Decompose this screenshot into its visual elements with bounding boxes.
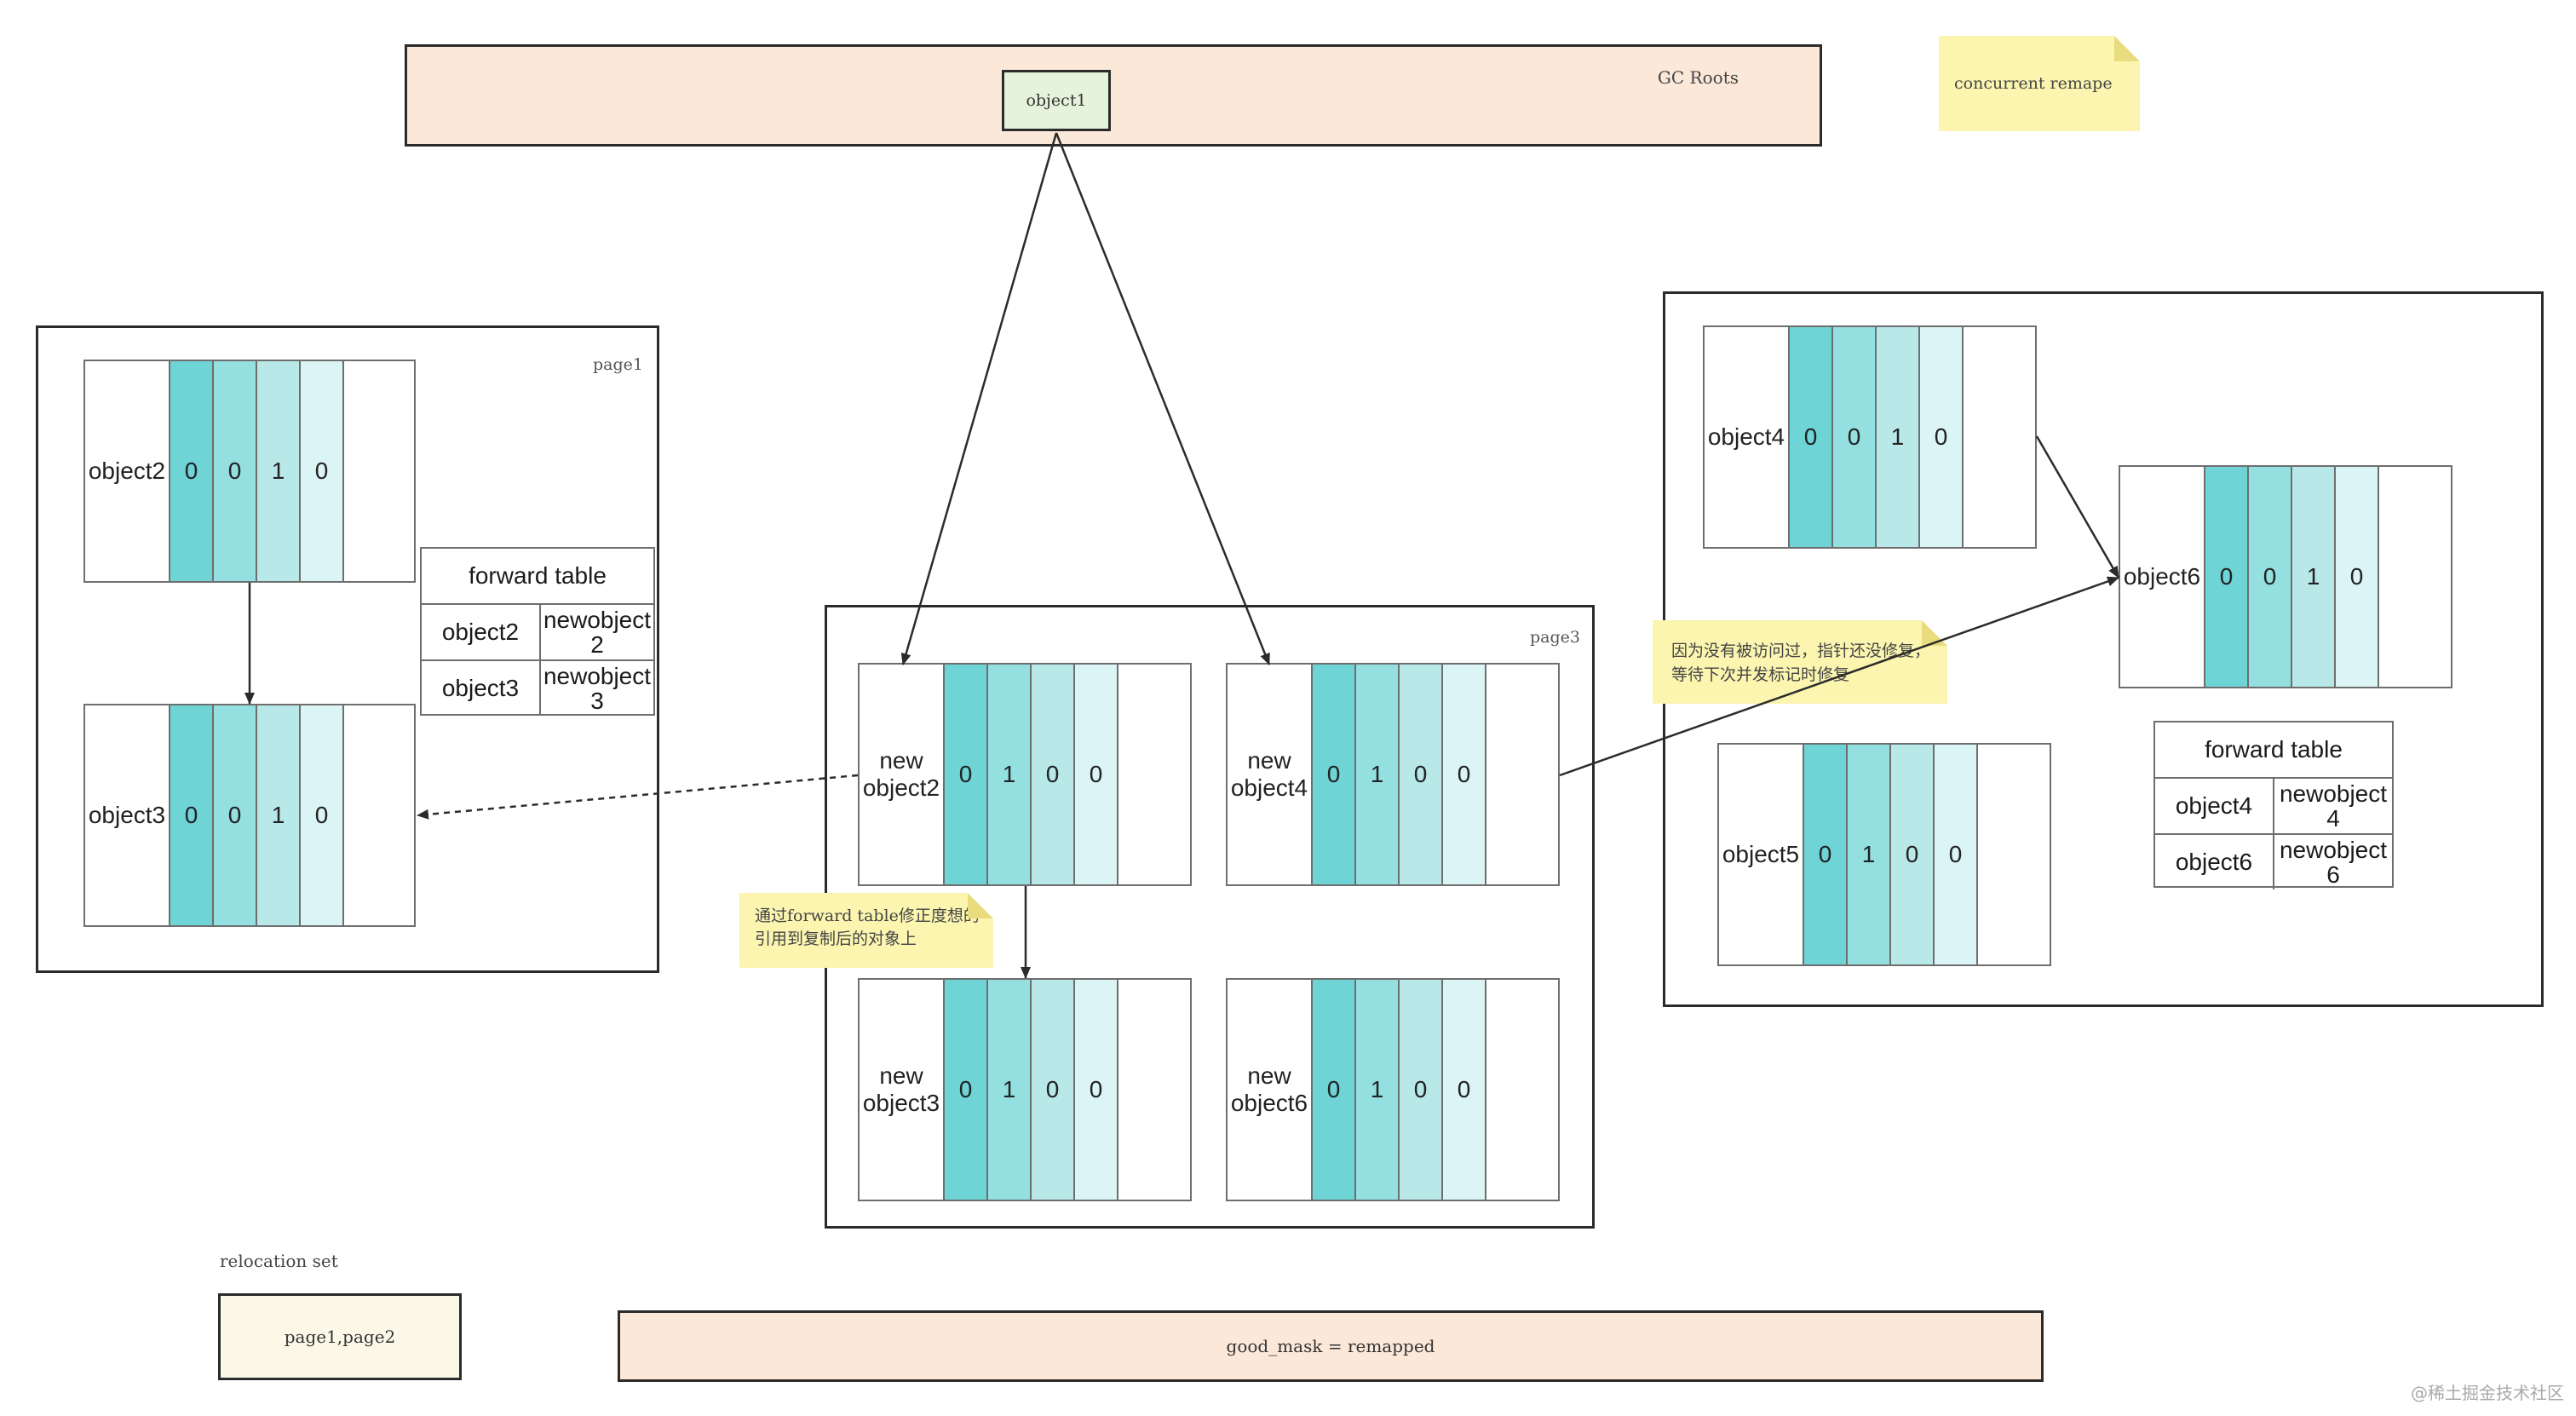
object-body bbox=[1485, 980, 1558, 1200]
object-name: object6 bbox=[2123, 562, 2201, 590]
mark-bit: 0 bbox=[169, 705, 212, 925]
object-name: new object4 bbox=[1230, 746, 1308, 801]
forward-from: object2 bbox=[422, 605, 541, 659]
mark-bit: 0 bbox=[943, 665, 986, 884]
forward-to: newobject 4 bbox=[2279, 780, 2388, 832]
forward-table-row: object2 newobject 2 bbox=[422, 605, 653, 659]
object-body bbox=[1117, 665, 1190, 884]
object-body bbox=[2378, 467, 2451, 687]
forward-fix-text: 通过forward table修正度想的引用到复制后的对象上 bbox=[755, 907, 980, 948]
object4-block[interactable]: object4 0 0 1 0 bbox=[1703, 325, 2037, 549]
relocation-set-box: page1,page2 bbox=[218, 1293, 462, 1380]
object-name: object5 bbox=[1722, 840, 1800, 867]
object-name: object2 bbox=[88, 457, 166, 484]
forward-table-row: object4 newobject 4 bbox=[2155, 779, 2392, 833]
object-name: new object6 bbox=[1230, 1062, 1308, 1116]
forward-fix-note: 通过forward table修正度想的引用到复制后的对象上 bbox=[739, 893, 993, 968]
gc-roots-region: GC Roots bbox=[405, 44, 1822, 147]
watermark: @稀土掘金技术社区 bbox=[2411, 1383, 2564, 1403]
new-object4-block[interactable]: new object4 0 1 0 0 bbox=[1226, 663, 1560, 886]
forward-from: object6 bbox=[2155, 835, 2274, 889]
mark-bit: 0 bbox=[1311, 665, 1354, 884]
mark-bit: 0 bbox=[212, 705, 256, 925]
mark-bit: 0 bbox=[1831, 327, 1875, 547]
mark-bit: 1 bbox=[256, 705, 299, 925]
arrow-new-object4-to-object6 bbox=[1559, 576, 2119, 777]
object-body bbox=[1485, 665, 1558, 884]
forward-from: object4 bbox=[2155, 779, 2274, 833]
mark-bit: 0 bbox=[299, 361, 342, 581]
object5-block[interactable]: object5 0 1 0 0 bbox=[1717, 743, 2051, 966]
mark-bit: 0 bbox=[1441, 665, 1485, 884]
object-name: new object3 bbox=[862, 1062, 940, 1116]
object-name: object4 bbox=[1707, 423, 1785, 450]
mark-bit: 0 bbox=[1030, 665, 1073, 884]
forward-table-row: object3 newobject 3 bbox=[422, 659, 653, 716]
page2-forward-table: forward table object4 newobject 4 object… bbox=[2153, 721, 2394, 889]
forward-to: newobject 2 bbox=[543, 606, 652, 658]
forward-to: newobject 3 bbox=[543, 662, 652, 714]
forward-table-title: forward table bbox=[422, 549, 653, 605]
new-object6-block[interactable]: new object6 0 1 0 0 bbox=[1226, 978, 1560, 1201]
mark-bit: 1 bbox=[986, 980, 1030, 1200]
object6-block[interactable]: object6 0 0 1 0 bbox=[2119, 465, 2452, 688]
mark-bit: 0 bbox=[1933, 745, 1976, 964]
forward-from: object3 bbox=[422, 661, 541, 716]
forward-to: newobject 6 bbox=[2279, 836, 2388, 888]
concurrent-remap-text: concurrent remape bbox=[1954, 74, 2113, 93]
mark-bit: 0 bbox=[2204, 467, 2247, 687]
mark-bit: 0 bbox=[1073, 980, 1117, 1200]
good-mask-box: good_mask = remapped bbox=[618, 1310, 2044, 1382]
mark-bit: 1 bbox=[1354, 665, 1398, 884]
object-body bbox=[342, 361, 414, 581]
mark-bit: 1 bbox=[1875, 327, 1918, 547]
page3-label: page3 bbox=[1530, 628, 1580, 647]
mark-bit: 0 bbox=[1398, 980, 1441, 1200]
object1-node[interactable]: object1 bbox=[1002, 70, 1111, 131]
mark-bit: 1 bbox=[986, 665, 1030, 884]
mark-bit: 0 bbox=[1788, 327, 1831, 547]
object-name: new object2 bbox=[862, 746, 940, 801]
page1-label: page1 bbox=[593, 355, 643, 374]
arrow-new-object2-to-object3-dashed bbox=[417, 774, 859, 820]
mark-bit: 1 bbox=[256, 361, 299, 581]
arrow-object4-to-object6 bbox=[2035, 435, 2120, 578]
mark-bit: 0 bbox=[169, 361, 212, 581]
object3-block[interactable]: object3 0 0 1 0 bbox=[83, 704, 416, 927]
mark-bit: 0 bbox=[212, 361, 256, 581]
mark-bit: 1 bbox=[1354, 980, 1398, 1200]
mark-bit: 0 bbox=[1803, 745, 1846, 964]
object-name: object3 bbox=[88, 801, 166, 828]
new-object2-block[interactable]: new object2 0 1 0 0 bbox=[858, 663, 1192, 886]
not-visited-text: 因为没有被访问过，指针还没修复，等待下次并发标记时修复 bbox=[1671, 642, 1931, 684]
mark-bit: 0 bbox=[1398, 665, 1441, 884]
new-object3-block[interactable]: new object3 0 1 0 0 bbox=[858, 978, 1192, 1201]
forward-table-row: object6 newobject 6 bbox=[2155, 833, 2392, 889]
mark-bit: 1 bbox=[2291, 467, 2334, 687]
object-body bbox=[1962, 327, 2035, 547]
mark-bit: 0 bbox=[2247, 467, 2291, 687]
arrow-object1-to-new-object4 bbox=[1055, 132, 1271, 665]
mark-bit: 0 bbox=[1441, 980, 1485, 1200]
forward-table-title: forward table bbox=[2155, 722, 2392, 779]
mark-bit: 0 bbox=[1918, 327, 1962, 547]
page1-forward-table: forward table object2 newobject 2 object… bbox=[420, 547, 655, 716]
mark-bit: 0 bbox=[299, 705, 342, 925]
mark-bit: 1 bbox=[1846, 745, 1889, 964]
mark-bit: 0 bbox=[1311, 980, 1354, 1200]
object-body bbox=[342, 705, 414, 925]
mark-bit: 0 bbox=[943, 980, 986, 1200]
mark-bit: 0 bbox=[1030, 980, 1073, 1200]
object-body bbox=[1976, 745, 2050, 964]
mark-bit: 0 bbox=[1889, 745, 1933, 964]
gc-roots-label: GC Roots bbox=[1657, 67, 1739, 88]
object-body bbox=[1117, 980, 1190, 1200]
mark-bit: 0 bbox=[1073, 665, 1117, 884]
concurrent-remap-note: concurrent remape bbox=[1939, 36, 2140, 131]
object2-block[interactable]: object2 0 0 1 0 bbox=[83, 360, 416, 583]
arrow-object1-to-new-object2 bbox=[900, 132, 1058, 665]
relocation-set-label: relocation set bbox=[220, 1251, 338, 1271]
mark-bit: 0 bbox=[2334, 467, 2378, 687]
